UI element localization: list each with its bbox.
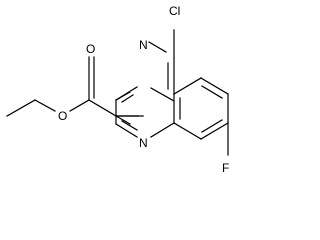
bond-n1-c2-inner [121, 120, 138, 131]
atom-chlorine: Cl [169, 4, 180, 18]
ethyl-bond-ch3-ch2 [6, 99, 36, 117]
bond-c5-c6 [200, 77, 229, 95]
atom-carbonyl-oxygen: O [86, 42, 95, 56]
bond-n3-c4-up [148, 41, 167, 53]
atom-ring-nitrogen-bottom: N [139, 136, 148, 150]
bond-c8-c8a [173, 122, 202, 140]
atom-fluorine: F [222, 161, 229, 175]
ethyl-bond-ch2-o [34, 99, 56, 112]
bond-carbonyl-c-c2 [88, 99, 117, 117]
bond-c7-c8-inner [201, 119, 223, 133]
bond-c2-n3-diag [115, 86, 138, 101]
bond-c7-c8 [200, 122, 229, 140]
bond-c2-n1 [115, 115, 131, 125]
ethyl-4-chloro-7-fluoroquinazoline-2-carboxylate-structure: O O N N Cl F [6, 4, 229, 175]
bond-n3-c4-diag [150, 87, 175, 102]
bond-c8a-n1 [150, 122, 175, 138]
bond-c5-c6-inner [201, 85, 223, 99]
atom-ester-oxygen: O [58, 109, 67, 123]
atom-ring-nitrogen-top: N [139, 38, 148, 52]
bond-n1-c2-low [115, 123, 138, 138]
bond-c4a-c5 [173, 77, 202, 95]
bond-ester-o-carbonyl-c [69, 99, 90, 112]
bond-c2-n3-inner [121, 94, 134, 103]
